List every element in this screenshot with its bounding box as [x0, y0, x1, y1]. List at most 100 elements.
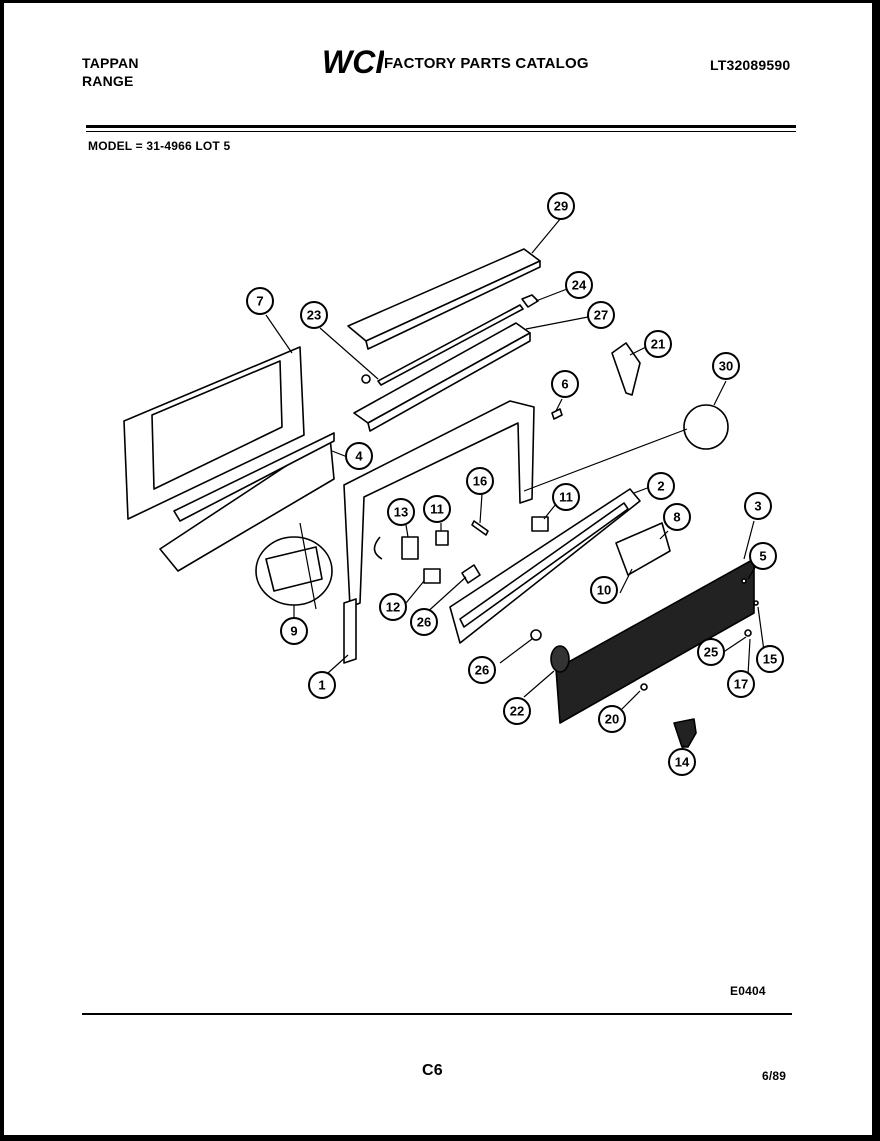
callout-bubble [547, 192, 575, 220]
callout-bubble [727, 670, 755, 698]
part-16-pin [471, 520, 489, 536]
leader-26b [499, 638, 533, 664]
part-29-top-trim-edge [365, 260, 541, 350]
leader-1 [327, 654, 349, 674]
callout-17: 17 [727, 670, 755, 698]
callout-30: 30 [712, 352, 740, 380]
part-13-relay [401, 536, 419, 560]
part-1-frame-leg [343, 598, 357, 664]
callout-bubble [644, 330, 672, 358]
callout-bubble [410, 608, 438, 636]
callout-20: 20 [598, 705, 626, 733]
leader-7 [265, 314, 293, 354]
callout-bubble [587, 301, 615, 329]
callout-bubble [712, 352, 740, 380]
callout-5: 5 [749, 542, 777, 570]
callout-number: 25 [704, 645, 718, 660]
callout-number: 14 [675, 755, 690, 770]
callout-6: 6 [551, 370, 579, 398]
document-number: LT32089590 [710, 57, 791, 73]
callout-26: 26 [468, 656, 496, 684]
callout-number: 9 [290, 624, 297, 639]
callout-13: 13 [387, 498, 415, 526]
part-23-end-cap [361, 374, 371, 384]
callout-number: 21 [651, 337, 665, 352]
callout-number: 6 [561, 377, 568, 392]
callout-3: 3 [744, 492, 772, 520]
leader-17 [747, 638, 751, 676]
callout-bubble [551, 370, 579, 398]
callout-number: 27 [594, 308, 608, 323]
logo-text: WCI [322, 45, 384, 79]
callout-bubble [300, 301, 328, 329]
part-24-clip [521, 294, 539, 308]
part-11-block-left [435, 530, 449, 546]
part-20-washer [640, 683, 648, 691]
callout-number: 24 [572, 278, 587, 293]
leader-30-frame [523, 428, 688, 492]
callout-23: 23 [300, 301, 328, 329]
callout-22: 22 [503, 697, 531, 725]
callout-29: 29 [547, 192, 575, 220]
product-type: RANGE [82, 73, 134, 89]
callout-number: 5 [759, 549, 766, 564]
leader-16 [479, 493, 483, 524]
leader-6 [555, 398, 563, 412]
callout-number: 10 [597, 583, 611, 598]
callout-number: 17 [734, 677, 748, 692]
catalog-page: TAPPAN RANGE WCI FACTORY PARTS CATALOG L… [4, 3, 872, 1135]
part-26-screw [461, 564, 481, 584]
callout-bubble [668, 748, 696, 776]
part-23-rod [377, 304, 524, 386]
callout-14: 14 [668, 748, 696, 776]
callout-bubble [565, 271, 593, 299]
callout-number: 23 [307, 308, 321, 323]
leader-10 [619, 568, 633, 594]
header-rule-top [86, 125, 796, 128]
part-4-channel-lip [173, 432, 335, 522]
callout-number: 29 [554, 199, 568, 214]
callout-bubble [466, 467, 494, 495]
part-17-nut [744, 629, 752, 637]
part-2-panel-slot [459, 502, 629, 628]
callout-number: 3 [754, 499, 761, 514]
callout-bubble [246, 287, 274, 315]
part-22-knob [550, 645, 570, 673]
callout-number: 1 [318, 678, 325, 693]
footer-rule [82, 1013, 792, 1015]
drawing-code: E0404 [730, 984, 766, 998]
wire-bundle [373, 536, 383, 560]
leader-9-detail [299, 522, 317, 610]
leader-13 [405, 524, 409, 538]
callout-9: 9 [280, 617, 308, 645]
callout-bubble [423, 495, 451, 523]
callout-bubble [697, 638, 725, 666]
callout-8: 8 [663, 503, 691, 531]
callout-24: 24 [565, 271, 593, 299]
callout-10: 10 [590, 576, 618, 604]
part-26b-clip [530, 629, 542, 641]
callout-bubble [308, 671, 336, 699]
exploded-parts-diagram: 2924272372130641611112133851012269262515… [123, 192, 784, 776]
callout-number: 26 [475, 663, 489, 678]
callout-number: 13 [394, 505, 408, 520]
part-3-front-panel [555, 558, 755, 724]
leader-15 [757, 606, 765, 652]
callout-number: 16 [473, 474, 487, 489]
callout-number: 7 [256, 294, 263, 309]
callout-number: 8 [673, 510, 680, 525]
part-7-panel-window [151, 360, 283, 490]
header-rule-bottom [86, 131, 796, 132]
callout-bubble [552, 483, 580, 511]
part-4-lower-channel [159, 436, 335, 572]
callout-number: 15 [763, 652, 777, 667]
part-6-screw [551, 408, 563, 420]
callout-bubble [503, 697, 531, 725]
leader-24 [535, 288, 568, 302]
callout-2: 2 [647, 472, 675, 500]
callout-number: 30 [719, 359, 733, 374]
leader-25 [721, 636, 747, 654]
callout-15: 15 [756, 645, 784, 673]
model-line: MODEL = 31-4966 LOT 5 [88, 139, 231, 153]
revision-date: 6/89 [762, 1069, 787, 1083]
